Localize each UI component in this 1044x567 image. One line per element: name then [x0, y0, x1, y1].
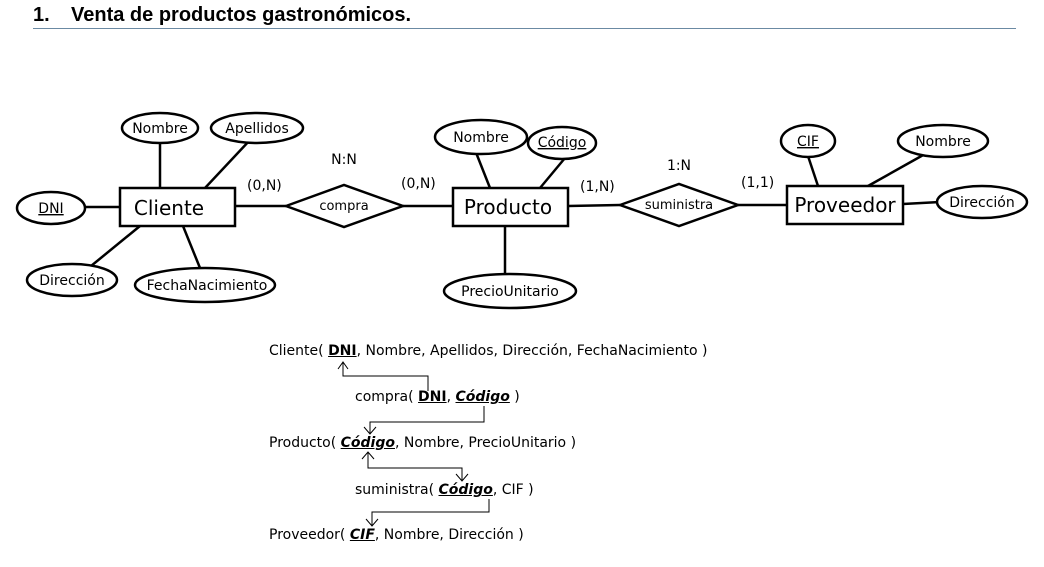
- schema-compra-sep: ,: [446, 389, 452, 405]
- schema-proveedor-name: Proveedor(: [269, 527, 346, 543]
- schema-suministra-rest: , CIF ): [492, 482, 534, 498]
- schema-cliente-pk: DNI: [328, 343, 357, 359]
- attr-cliente-fecha-label: FechaNacimiento: [147, 278, 268, 294]
- fk-arrowhead-suministra-codigo: [455, 473, 469, 482]
- attr-producto-nombre-shape: [433, 118, 529, 156]
- attr-cliente-nombre-label: Nombre: [132, 121, 188, 137]
- attr-producto-nombre-label: Nombre: [453, 130, 509, 146]
- link-proveedor-cif: [806, 155, 820, 187]
- schema-proveedor-rest: , Nombre, Dirección ): [374, 527, 524, 543]
- link-producto-codigo: [539, 157, 566, 189]
- card-compra-left: (0,N): [247, 178, 282, 194]
- attr-cliente-apellidos-label: Apellidos: [225, 121, 289, 137]
- relationship-suministra-ratio: 1:N: [667, 158, 691, 174]
- attr-cliente-fecha-shape: [133, 266, 277, 304]
- link-cliente-fecha: [181, 225, 202, 269]
- attr-proveedor-cif-label: CIF: [797, 134, 819, 150]
- fk-arrow-suministra-codigo: [367, 452, 463, 481]
- attr-cliente-direccion-label: Dirección: [39, 273, 104, 289]
- fk-arrowhead-suministra-cif: [365, 518, 379, 527]
- entity-producto-label: Producto: [464, 195, 552, 219]
- fk-arrowhead-producto-codigo: [361, 451, 375, 460]
- schema-compra-pk1: DNI: [418, 389, 447, 405]
- relationship-suministra-shape: [616, 182, 742, 228]
- schema-proveedor-pk: CIF: [349, 527, 375, 543]
- relationship-compra-label: compra: [319, 199, 368, 214]
- heading-title: Venta de productos gastronómicos.: [71, 4, 412, 26]
- heading-number: 1.: [33, 4, 50, 26]
- schema-cliente-name: Cliente(: [269, 343, 324, 359]
- link-cliente-apellidos: [204, 139, 251, 189]
- schema-suministra-name: suministra(: [355, 482, 435, 498]
- entity-proveedor-label: Proveedor: [794, 193, 896, 217]
- schema-compra-name: compra(: [355, 389, 414, 405]
- card-suministra-left: (1,N): [580, 179, 615, 195]
- attr-producto-codigo-shape: [526, 125, 598, 161]
- card-suministra-right: (1,1): [741, 175, 774, 191]
- attr-cliente-dni-shape: [15, 190, 87, 226]
- schema-compra: compra( DNI, Código ): [355, 389, 520, 405]
- entity-cliente-box: [118, 186, 237, 228]
- attr-cliente-apellidos-shape: [209, 111, 305, 145]
- relationship-suministra-label: suministra: [645, 198, 713, 213]
- attr-cliente-direccion-shape: [25, 262, 119, 298]
- link-producto-suministra: [567, 203, 621, 208]
- schema-compra-end: ): [509, 389, 520, 405]
- fk-arrowhead-compra-dni: [337, 361, 349, 370]
- schema-producto-pk: Código: [340, 435, 395, 451]
- relationship-compra-ratio: N:N: [331, 152, 357, 168]
- attr-proveedor-direccion-label: Dirección: [949, 195, 1014, 211]
- fk-arrow-suministra-cif: [371, 499, 490, 526]
- schema-cliente: Cliente( DNI, Nombre, Apellidos, Direcci…: [269, 343, 707, 359]
- schema-producto: Producto( Código, Nombre, PrecioUnitario…: [269, 435, 576, 451]
- card-compra-right: (0,N): [401, 176, 436, 192]
- schema-suministra: suministra( Código, CIF ): [355, 482, 534, 498]
- fk-arrow-compra-dni: [342, 363, 429, 391]
- attr-producto-precio-shape: [442, 272, 578, 310]
- attr-producto-precio-label: PrecioUnitario: [461, 284, 559, 300]
- schema-proveedor: Proveedor( CIF, Nombre, Dirección ): [269, 527, 524, 543]
- schema-producto-rest: , Nombre, PrecioUnitario ): [395, 435, 577, 451]
- link-producto-nombre: [473, 149, 492, 189]
- attr-proveedor-cif-shape: [779, 123, 837, 159]
- attr-cliente-nombre-shape: [120, 111, 200, 145]
- attr-proveedor-direccion-shape: [935, 184, 1029, 220]
- link-proveedor-direccion: [902, 200, 941, 206]
- entity-cliente-label: Cliente: [134, 196, 204, 220]
- relationship-compra-shape: [282, 183, 407, 229]
- entity-proveedor-box: [785, 184, 905, 226]
- schema-cliente-rest: , Nombre, Apellidos, Dirección, FechaNac…: [356, 343, 708, 359]
- attr-producto-codigo-label: Código: [538, 135, 587, 151]
- section-heading: 1. Venta de productos gastronómicos.: [33, 4, 1016, 29]
- entity-producto-box: [451, 186, 570, 228]
- attr-cliente-dni-label: DNI: [38, 201, 63, 217]
- fk-arrowhead-compra-codigo: [363, 426, 377, 435]
- attr-proveedor-nombre-label: Nombre: [915, 134, 971, 150]
- schema-suministra-pk: Código: [438, 482, 493, 498]
- fk-arrow-compra-codigo: [369, 406, 485, 434]
- attr-proveedor-nombre-shape: [896, 123, 990, 159]
- schema-compra-pk2: Código: [455, 389, 510, 405]
- link-proveedor-nombre: [867, 152, 926, 188]
- schema-producto-name: Producto(: [269, 435, 337, 451]
